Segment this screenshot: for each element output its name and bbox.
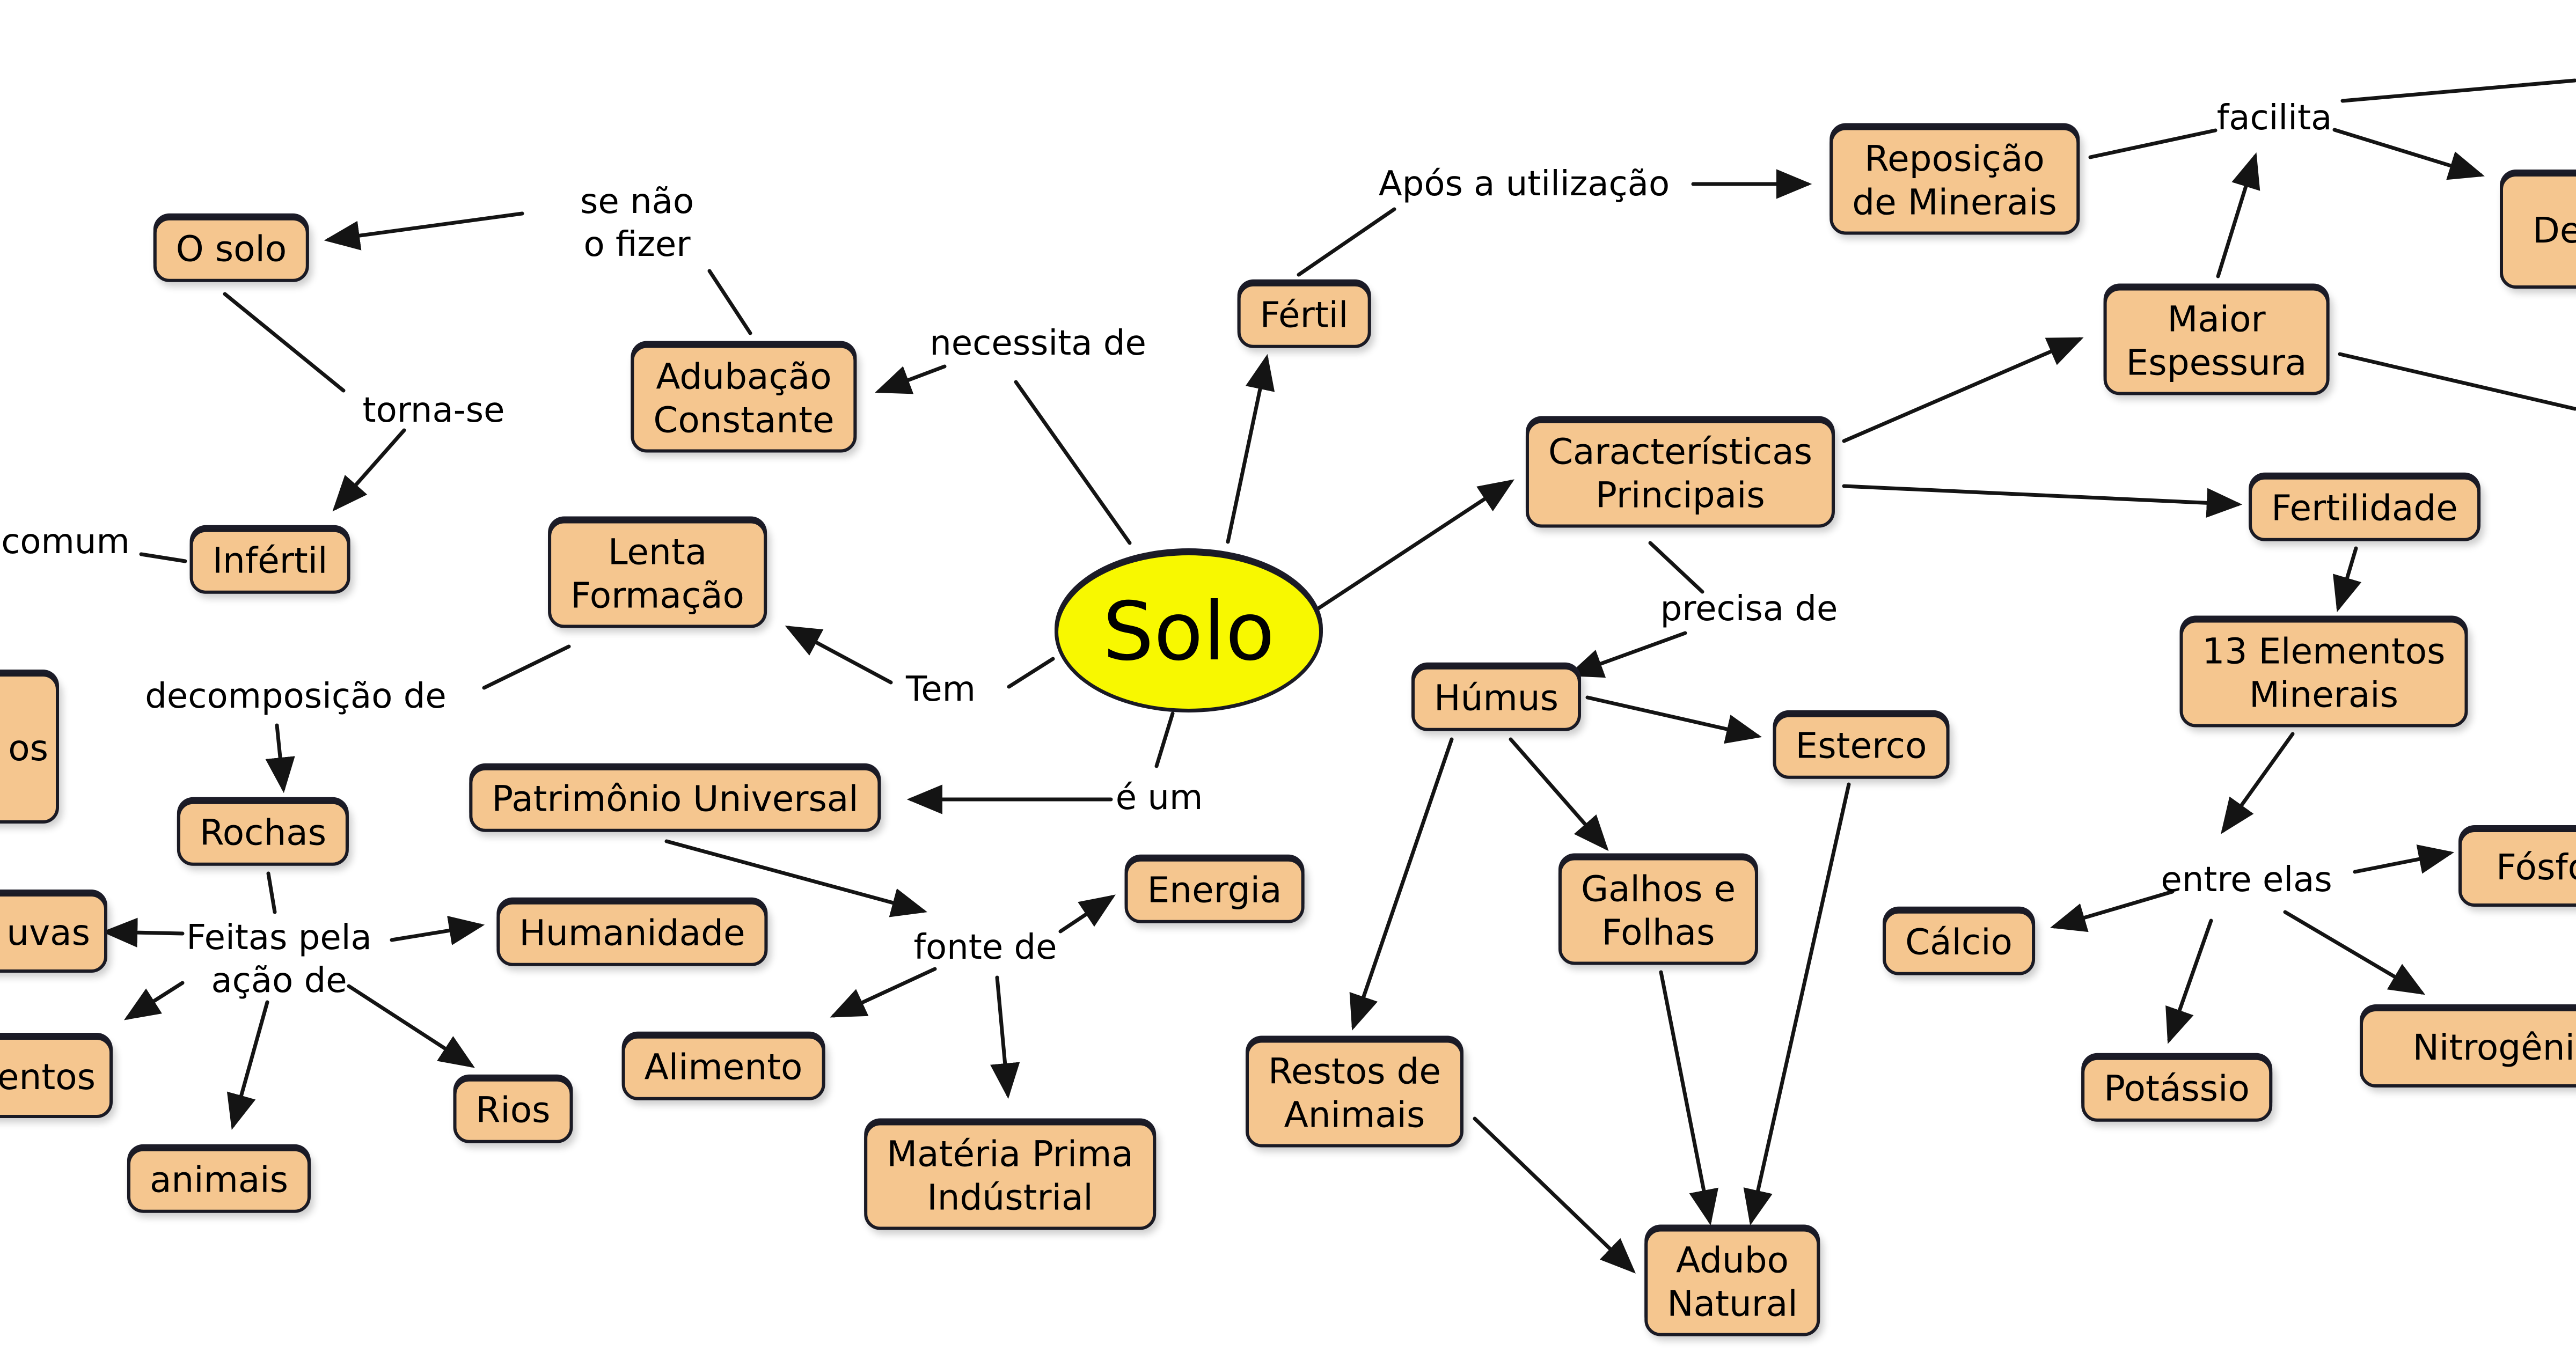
label-precisa-de[interactable]: precisa de [1660, 589, 1838, 629]
node-o-solo[interactable]: O solo [153, 217, 310, 282]
label-se-nao-o-fizer[interactable]: se não o fizer [580, 182, 694, 264]
node-os-cut[interactable]: os [0, 673, 59, 824]
edge-rochas-to-feitas [266, 871, 277, 914]
node-nitrogenio-cut[interactable]: Nitrogênio [2360, 1008, 2576, 1088]
edge-humus-to-galhos [1509, 737, 1609, 851]
label-apos-a-utilizacao[interactable]: Após a utilização [1378, 164, 1670, 204]
node-adubo-natural[interactable]: Adubo Natural [1644, 1228, 1820, 1336]
node-caracteristicas-principais[interactable]: Características Principais [1525, 420, 1835, 528]
node-esterco[interactable]: Esterco [1773, 714, 1950, 779]
node-patrimonio-universal[interactable]: Patrimônio Universal [469, 767, 881, 832]
edge-solo-to-fertil [1226, 354, 1275, 544]
edge-caract-to-precisa [1648, 541, 1704, 594]
node-solo[interactable]: Solo [1055, 552, 1323, 712]
edge-humus-to-esterco [1585, 695, 1762, 744]
node-des-cut[interactable]: Des [2500, 173, 2576, 289]
label-decomposicao-de[interactable]: decomposição de [145, 677, 447, 716]
edge-fonte-to-energia [1058, 894, 1116, 934]
label-feitas-pela-acao-de[interactable]: Feitas pela ação de [186, 918, 372, 1001]
node-reposicao-minerais[interactable]: Reposição de Minerais [1829, 127, 2080, 235]
node-ventos-cut[interactable]: entos [0, 1037, 113, 1118]
node-materia-prima[interactable]: Matéria Prima Indústrial [864, 1122, 1156, 1230]
edge-facilita-to-right-edge [2340, 78, 2576, 103]
edge-caract-to-maior [1842, 337, 2084, 443]
edge-facilita-to-des [2332, 128, 2485, 180]
label-fonte-de[interactable]: fonte de [913, 928, 1057, 967]
edge-caract-to-fertilidade [1842, 484, 2243, 518]
edge-torna-se-to-infertil [332, 428, 406, 512]
node-fosforo-cut[interactable]: Fósforo [2458, 829, 2576, 907]
edge-fertilidade-to-elementos [2333, 546, 2362, 612]
edge-reposicao-to-facilita [2088, 128, 2218, 159]
node-rochas[interactable]: Rochas [177, 800, 349, 866]
node-fertilidade[interactable]: Fertilidade [2249, 476, 2480, 541]
edge-feitas-to-chuvas [101, 917, 185, 947]
label-entre-elas[interactable]: entre elas [2161, 860, 2332, 900]
node-calcio[interactable]: Cálcio [1883, 910, 2035, 975]
edge-decomposicao-to-rochas [265, 723, 295, 793]
edge-elementos-to-entre-elas [2221, 732, 2295, 834]
edge-solo-to-necessita [1014, 380, 1132, 545]
label-facilita[interactable]: facilita [2216, 98, 2332, 138]
edge-patrimonio-to-fonte [664, 839, 928, 917]
node-humus[interactable]: Húmus [1411, 666, 1581, 731]
edge-feitas-to-ventos [123, 981, 185, 1020]
node-animais[interactable]: animais [127, 1148, 311, 1213]
edge-solo-to-e-um [1154, 711, 1175, 768]
edge-se-nao-to-o-solo [324, 211, 524, 251]
edge-fertil-to-apos [1297, 207, 1396, 277]
label-comum[interactable]: comum [1, 522, 130, 562]
edge-o-fizer-to-adubacao [707, 269, 752, 335]
label-e-um[interactable]: é um [1115, 778, 1203, 818]
edge-esterco-to-adubo [1743, 782, 1851, 1226]
label-tem[interactable]: Tem [906, 670, 976, 709]
edge-maior-to-facilita [2216, 152, 2260, 278]
node-humanidade[interactable]: Humanidade [496, 901, 768, 966]
edge-maior-to-right-edge [2338, 352, 2576, 411]
edge-comum-to-infertil [139, 552, 187, 563]
node-lenta-formacao[interactable]: Lenta Formação [548, 520, 767, 628]
label-necessita-de[interactable]: necessita de [930, 324, 1146, 363]
node-infertil[interactable]: Infértil [189, 528, 350, 594]
node-galhos-e-folhas[interactable]: Galhos e Folhas [1558, 857, 1759, 965]
edge-solo-to-tem [1007, 657, 1055, 689]
node-restos-de-animais[interactable]: Restos de Animais [1245, 1039, 1464, 1148]
node-potassio[interactable]: Potássio [2081, 1056, 2272, 1122]
edge-entre-elas-to-fosforo [2353, 844, 2455, 874]
label-torna-se[interactable]: torna-se [362, 391, 505, 430]
edge-restos-to-adubo [1473, 1116, 1636, 1274]
edge-o-solo-to-torna-se [223, 292, 346, 393]
node-energia[interactable]: Energia [1124, 858, 1305, 923]
node-chuvas-cut[interactable]: uvas [0, 893, 107, 973]
edge-precisa-to-humus [1567, 631, 1687, 678]
node-13-elementos-minerais[interactable]: 13 Elementos Minerais [2179, 619, 2468, 728]
edge-fonte-to-materia [990, 975, 1020, 1099]
node-maior-espessura[interactable]: Maior Espessura [2103, 287, 2330, 395]
node-alimento[interactable]: Alimento [621, 1035, 825, 1100]
edge-lenta-to-decomposicao [482, 644, 571, 690]
node-adubacao-constante[interactable]: Adubação Constante [631, 344, 857, 453]
node-fertil[interactable]: Fértil [1237, 283, 1371, 348]
edge-humus-to-restos [1349, 737, 1454, 1031]
node-rios[interactable]: Rios [453, 1078, 573, 1143]
edge-entre-elas-to-nitrogenio [2283, 910, 2426, 995]
edge-feitas-to-humanidade [390, 916, 485, 945]
edge-necessita-to-adubacao [875, 364, 947, 394]
edge-solo-to-caracteristicas [1315, 479, 1514, 611]
edge-fonte-to-alimento [830, 967, 937, 1018]
edge-galhos-to-adubo [1659, 970, 1718, 1226]
edge-entre-elas-to-calcio [2050, 890, 2175, 932]
edge-feitas-to-animais [226, 1000, 269, 1130]
edge-entre-elas-to-potassio [2165, 919, 2213, 1044]
edge-tem-to-lenta [785, 626, 893, 685]
